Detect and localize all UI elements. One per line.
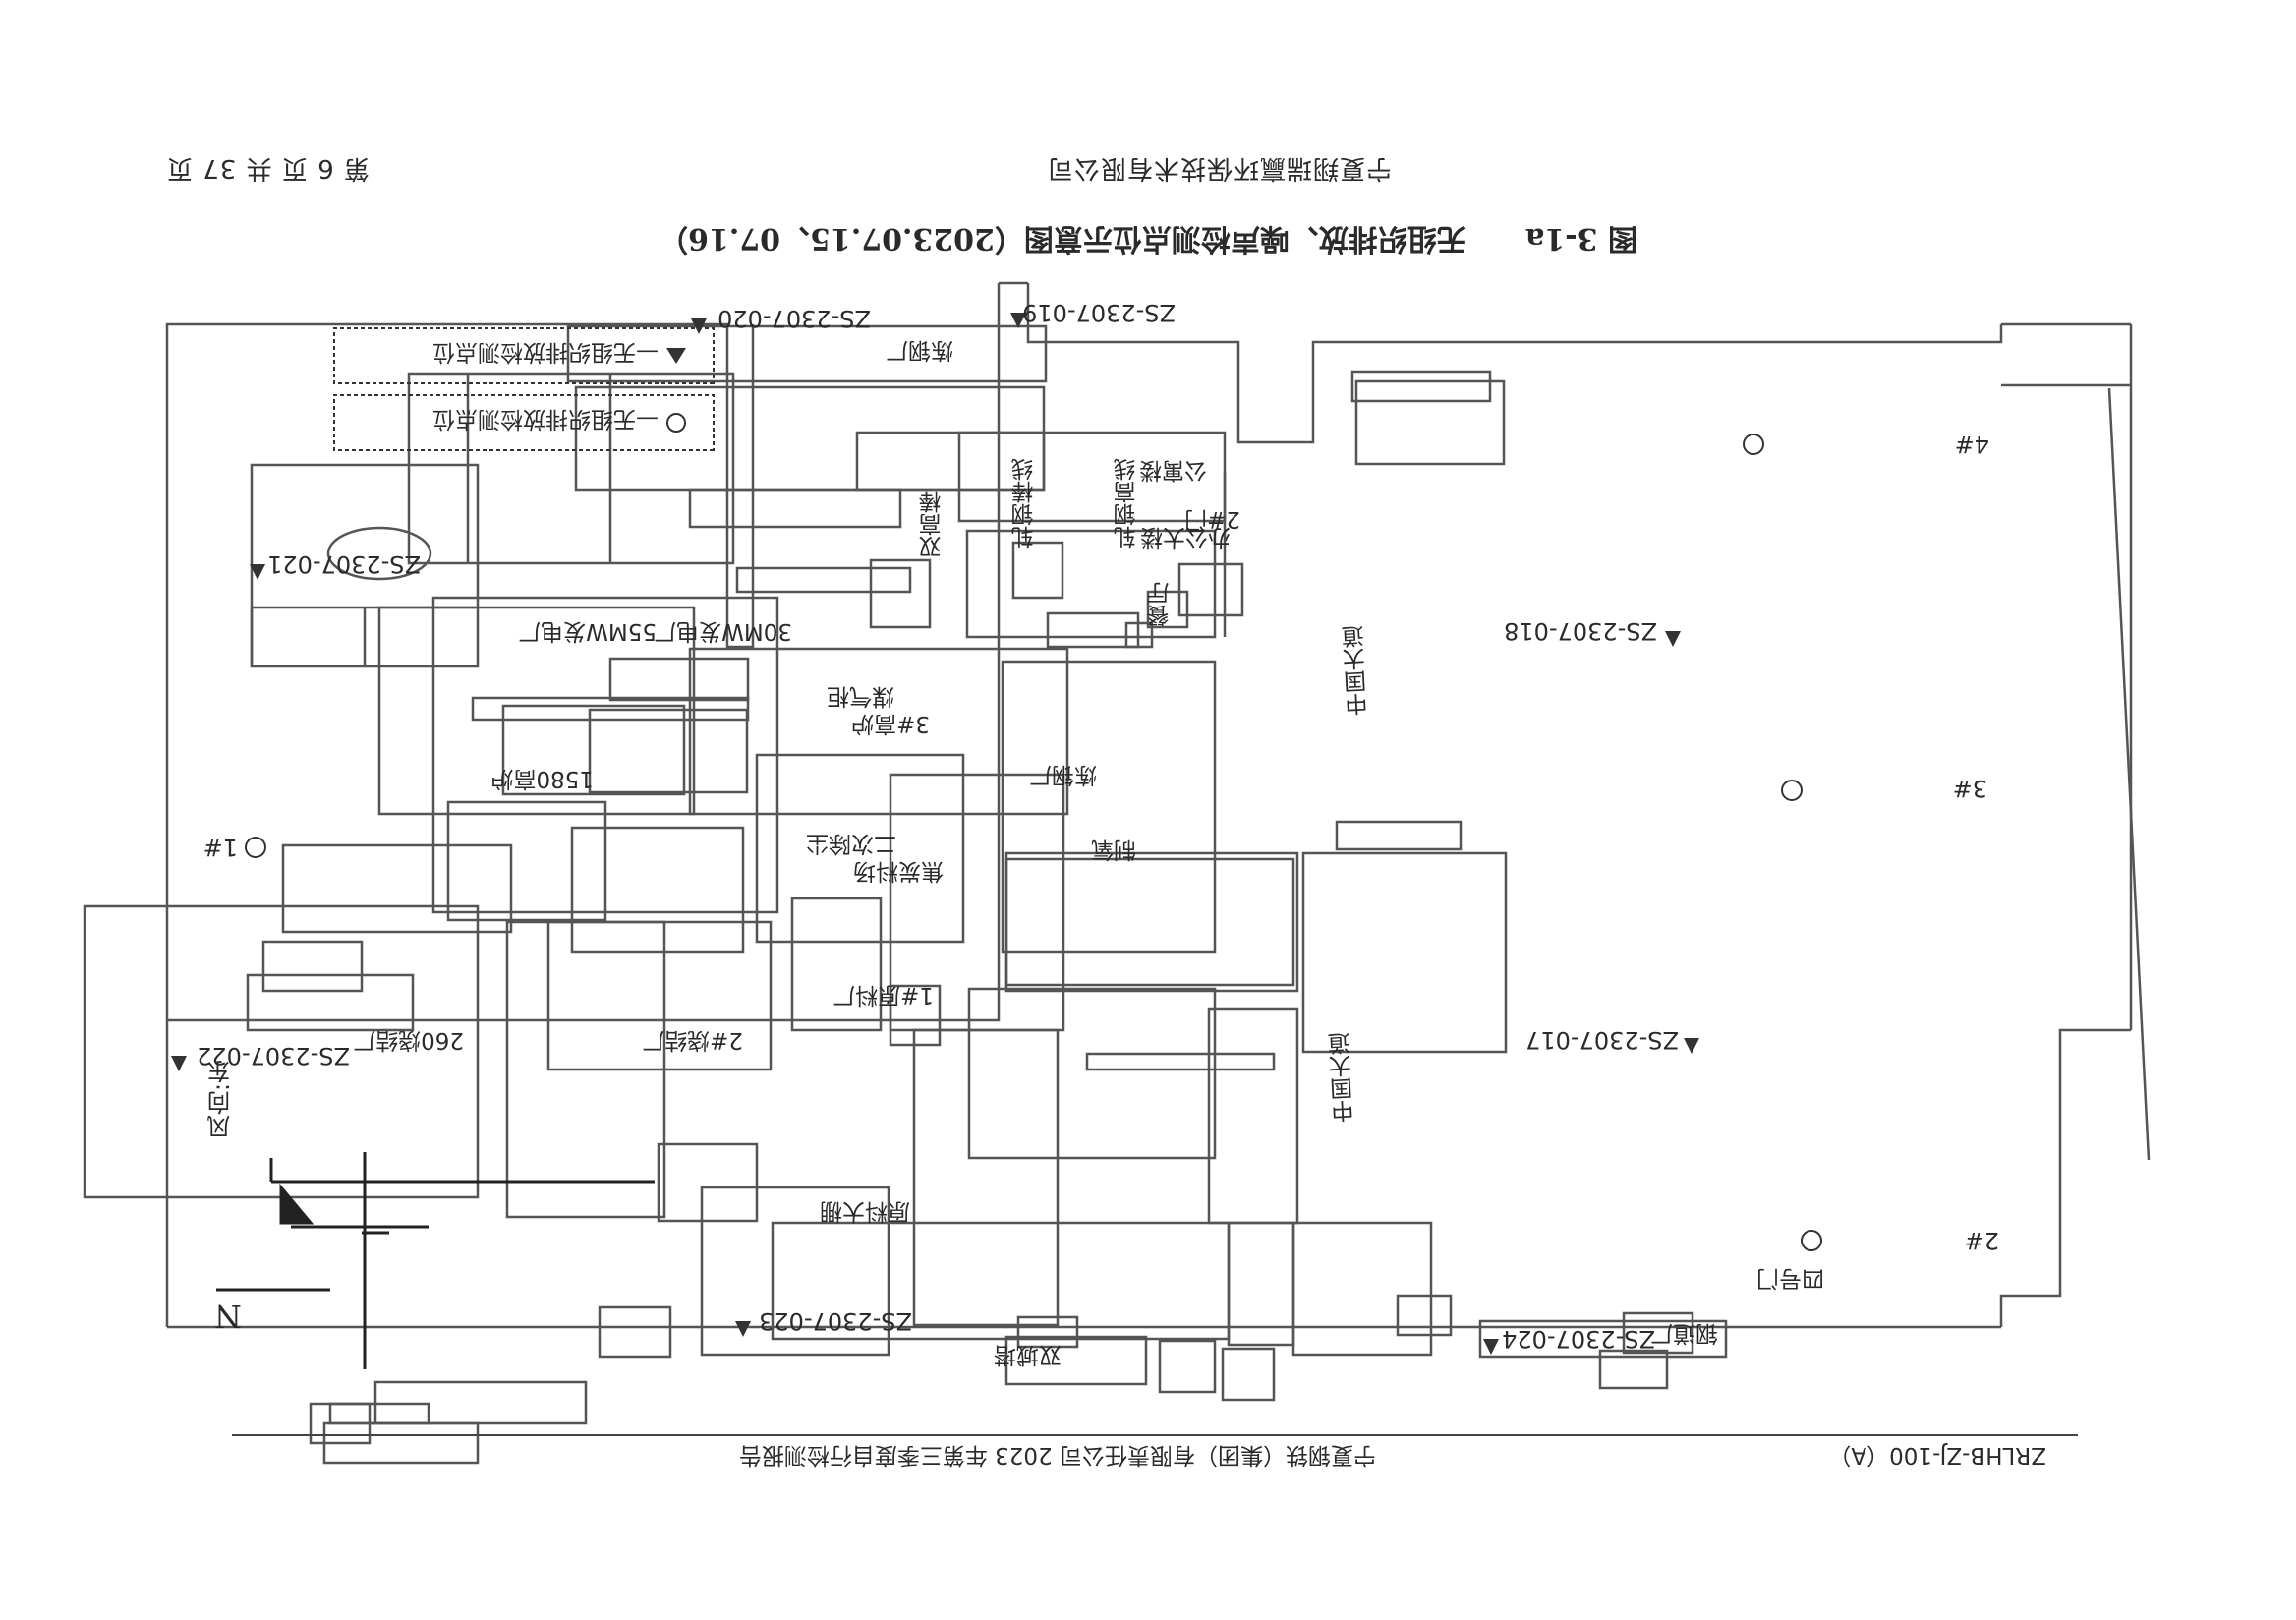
- label-double-shield: 双城塔: [994, 1342, 1062, 1367]
- label-o1: 1#: [202, 834, 238, 861]
- marker-018: [1665, 631, 1681, 647]
- label-gate4: 四号门: [1756, 1265, 1824, 1291]
- label-double-high: 双高棒: [920, 491, 946, 558]
- label-sinter260: 260烧结厂: [353, 1027, 464, 1053]
- marker-o3: [1781, 780, 1803, 801]
- bldg-oxygen: [281, 843, 513, 934]
- label-apartment: 公寓楼: [1139, 457, 1207, 483]
- bldg-raw-shed: [657, 1142, 759, 1223]
- compass: [216, 1152, 655, 1369]
- label-raw1: 1#原料厂: [832, 982, 934, 1008]
- marker-o1: [245, 837, 266, 858]
- bldg-dedust: [1004, 851, 1299, 993]
- marker-023: [735, 1321, 751, 1337]
- label-steel-plant-top: 炼钢厂: [886, 337, 953, 363]
- bldg-steel-top: [566, 324, 1048, 383]
- label-018: ZS-2307-018: [1504, 617, 1657, 645]
- marker-o4: [1743, 434, 1764, 455]
- label-furnace3: 3#高炉: [851, 711, 930, 736]
- label-sinter2: 2#烧结厂: [642, 1027, 743, 1053]
- label-road-north: 中国大道: [1342, 624, 1373, 717]
- label-rolling-high: 轧钢高线: [1115, 458, 1140, 549]
- marker-019: [1010, 313, 1026, 328]
- label-020: ZS-2307-020: [718, 305, 871, 332]
- label-o3: 3#: [1952, 775, 1987, 802]
- label-road-south: 中国大道: [1328, 1031, 1359, 1124]
- label-024: ZS-2307-024: [1502, 1325, 1655, 1353]
- label-steel-door: 钢道厂: [1650, 1320, 1718, 1346]
- label-power-30: 30MW发电厂: [654, 618, 792, 644]
- marker-021: [250, 564, 265, 580]
- marker-020: [691, 318, 707, 334]
- label-furnace1580: 1580高炉: [490, 766, 594, 791]
- bldg-apartment: [957, 431, 1227, 523]
- label-017: ZS-2307-017: [1525, 1026, 1679, 1054]
- marker-017: [1684, 1038, 1699, 1054]
- footer-report: 宁夏钢铁（集团）有限责任公司 2023 年第三季度自行检测报告: [738, 1442, 1376, 1468]
- marker-022: [171, 1056, 187, 1071]
- label-023: ZS-2307-023: [759, 1307, 912, 1335]
- bldg-office: [735, 566, 912, 594]
- label-office: 办公大楼: [1140, 524, 1231, 550]
- label-o2: 2#: [1964, 1227, 1999, 1254]
- legend-circle-label: —无组织排放检测点位: [432, 406, 659, 432]
- label-power-55: 55MW发电厂: [518, 618, 657, 644]
- compass-north: N: [214, 1298, 242, 1335]
- label-coke-yard: 焦炭料场: [853, 858, 944, 884]
- label-raw-shed: 原料大棚: [820, 1198, 910, 1224]
- compass-wind: 风向:东: [207, 1059, 235, 1138]
- label-o4: 4#: [1954, 431, 1989, 458]
- legend-triangle-label: —无组织排放检测点位: [432, 339, 659, 365]
- label-rolling-bar: 轧钢棒线: [1012, 458, 1038, 549]
- legend-triangle: [666, 348, 686, 364]
- label-019: ZS-2307-019: [1022, 299, 1176, 326]
- label-canteen: 餐厅: [1148, 582, 1174, 627]
- legend-box-1: [333, 327, 715, 384]
- site-boundary: [165, 283, 1001, 1022]
- footer-code: ZRLHB-ZJ-100（A）: [1828, 1442, 2046, 1468]
- legend-circle: [666, 413, 686, 433]
- label-steel-plant-mid: 炼钢厂: [1029, 762, 1097, 787]
- label-021: ZS-2307-021: [267, 550, 421, 578]
- legend-box-2: [333, 394, 715, 451]
- marker-024: [1483, 1339, 1499, 1355]
- bldg-steel-mid: [501, 704, 686, 796]
- label-oxygen: 制氧: [1091, 837, 1136, 862]
- bldg-canteen: [869, 558, 932, 629]
- marker-o2: [1801, 1230, 1822, 1251]
